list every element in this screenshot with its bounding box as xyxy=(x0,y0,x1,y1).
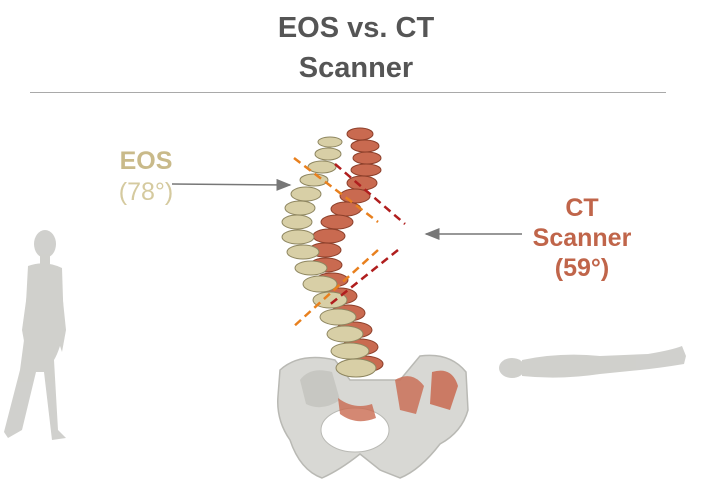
eos-angle-lines xyxy=(291,157,379,329)
standing-person-icon xyxy=(4,230,66,440)
eos-label: EOS xyxy=(119,147,173,175)
ct-angle-lines xyxy=(327,163,406,307)
title-line-2: Scanner xyxy=(298,52,414,84)
ct-label-line-1: CT xyxy=(565,194,599,222)
title-divider xyxy=(30,92,666,93)
ct-label-line-2: Scanner xyxy=(532,224,632,252)
title-line-1: EOS vs. CT xyxy=(277,12,435,44)
ct-angle-value: (59°) xyxy=(554,254,610,282)
eos-angle-value: (78°) xyxy=(118,178,174,206)
eos-pointer-arrow xyxy=(171,178,292,191)
pelvis-illustration xyxy=(277,354,469,479)
eos-spine-illustration xyxy=(281,136,377,378)
lying-person-icon xyxy=(499,346,686,378)
